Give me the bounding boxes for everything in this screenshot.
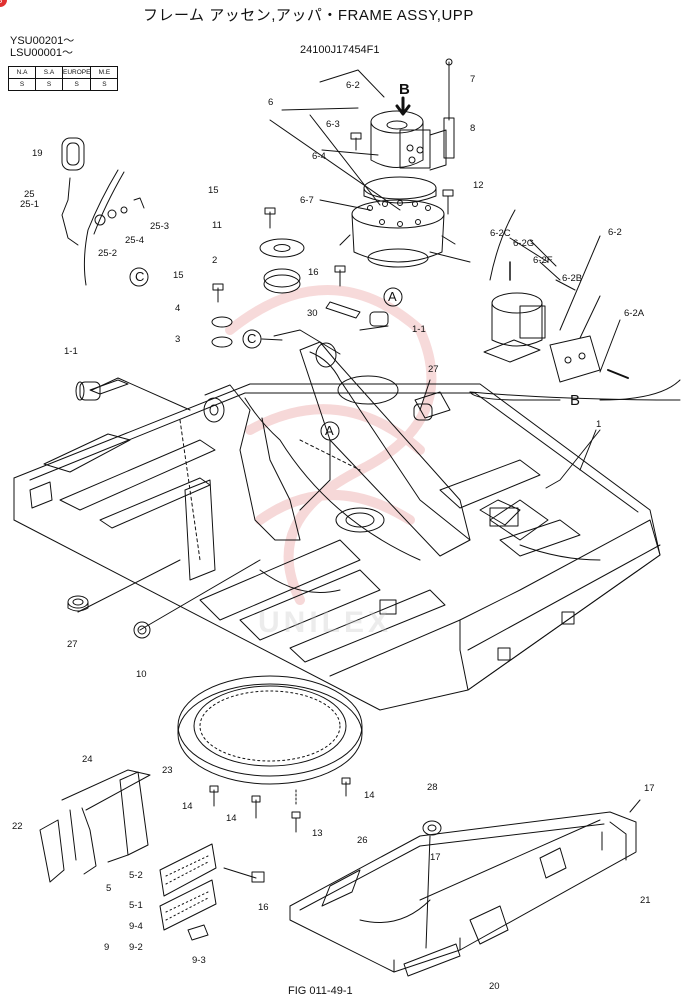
callout-label: 6-3 — [326, 119, 340, 130]
callout-label: 16 — [258, 902, 269, 913]
callout-label: 23 — [162, 765, 173, 776]
washer-stack — [211, 207, 389, 348]
callout-label: 15 — [173, 270, 184, 281]
callout-label: 25-3 — [150, 221, 170, 232]
callout-label: 30 — [307, 308, 318, 319]
callout-label: 6-2 — [346, 80, 360, 91]
serial-range-1: YSU00201〜 — [10, 35, 75, 47]
callout-label: 6-2B — [562, 273, 583, 284]
region-value: S — [8, 78, 36, 91]
reference-circles — [129, 267, 403, 511]
view-arrow-label: B — [399, 81, 410, 98]
callout-label: 6 — [268, 97, 274, 108]
left-small-parts — [61, 137, 145, 286]
callout-label: 1-1 — [412, 324, 426, 335]
callout-label: 9-4 — [129, 921, 143, 932]
region-value: S — [61, 78, 92, 91]
callout-label: 9-2 — [129, 942, 143, 953]
serial-range-2: LSU00001〜 — [10, 47, 73, 59]
ref-circle-a-top: A — [388, 289, 397, 304]
lower-side-frame — [289, 799, 641, 977]
ref-circle-c-mid: C — [247, 331, 257, 346]
callout-label: 3 — [175, 334, 181, 345]
callout-label: 6-2 — [608, 227, 622, 238]
callout-label: 6-2G — [513, 238, 535, 249]
callout-label: 1-1 — [64, 346, 78, 357]
ref-circle-c-left: C — [135, 269, 145, 284]
callout-label: 27 — [67, 639, 78, 650]
callout-label: 25 — [24, 189, 35, 200]
page-title: フレーム アッセン,アッパ・FRAME ASSY,UPP — [143, 7, 474, 24]
callout-label: 11 — [212, 220, 222, 231]
callout-label: 16 — [308, 267, 319, 278]
callout-label: 14 — [364, 790, 375, 801]
callout-label: 1 — [596, 419, 602, 430]
callout-label: 15 — [208, 185, 219, 196]
swing-motor-assy — [269, 58, 471, 268]
callout-label: 19 — [32, 148, 43, 159]
callout-label: 5 — [106, 883, 112, 894]
front-guard-assy — [39, 769, 265, 941]
callout-label: 24 — [82, 754, 93, 765]
callout-label: 12 — [473, 180, 484, 191]
callout-label: 4 — [175, 303, 181, 314]
callout-label: 6-2A — [624, 308, 645, 319]
upper-frame — [13, 341, 661, 711]
callout-label: 13 — [312, 828, 323, 839]
callout-label: 21 — [640, 895, 651, 906]
watermark-text: UNILEX — [258, 606, 393, 639]
callout-label: 6-4 — [312, 151, 326, 162]
callout-label: 14 — [182, 801, 193, 812]
callout-label: 9-3 — [192, 955, 206, 966]
callout-label: 17 — [430, 852, 441, 863]
callout-label: 10 — [136, 669, 147, 680]
detail-view-b — [469, 209, 681, 401]
detail-b-bracket — [469, 379, 681, 401]
callout-label: 5-2 — [129, 870, 143, 881]
ref-circle-a-frame: A — [325, 423, 334, 438]
figure-number: FIG 011-49-1 — [288, 985, 353, 997]
bushings — [67, 381, 433, 639]
callout-label: 8 — [470, 123, 476, 134]
part-number: 24100J17454F1 — [300, 44, 380, 56]
frame-leaders — [77, 325, 601, 631]
callout-label: 26 — [357, 835, 368, 846]
callout-label: 20 — [489, 981, 500, 992]
callout-label: 22 — [12, 821, 23, 832]
swing-bearing — [177, 675, 363, 833]
corner-badge: 3 — [0, 0, 7, 7]
callout-label: 6-2C — [490, 228, 511, 239]
callout-label: 27 — [428, 364, 439, 375]
watermark-logo — [225, 285, 437, 605]
region-value: S — [90, 78, 119, 91]
callout-label: 25-4 — [125, 235, 145, 246]
callout-label: 6-7 — [300, 195, 314, 206]
callout-label: 9 — [104, 942, 110, 953]
callout-label: 17 — [644, 783, 655, 794]
callout-label: 6-2F — [533, 255, 553, 266]
region-applicability-table: N.A S.A EUROPE M.E S S S S — [8, 66, 119, 91]
callout-label: 7 — [470, 74, 476, 85]
callout-label: 5-1 — [129, 900, 143, 911]
detail-view-caption: B — [570, 392, 581, 409]
callout-label: 25-2 — [98, 248, 118, 259]
callout-label: 14 — [226, 813, 237, 824]
callout-label: 28 — [427, 782, 438, 793]
callout-label: 25-1 — [20, 199, 40, 210]
callout-label: 2 — [212, 255, 218, 266]
